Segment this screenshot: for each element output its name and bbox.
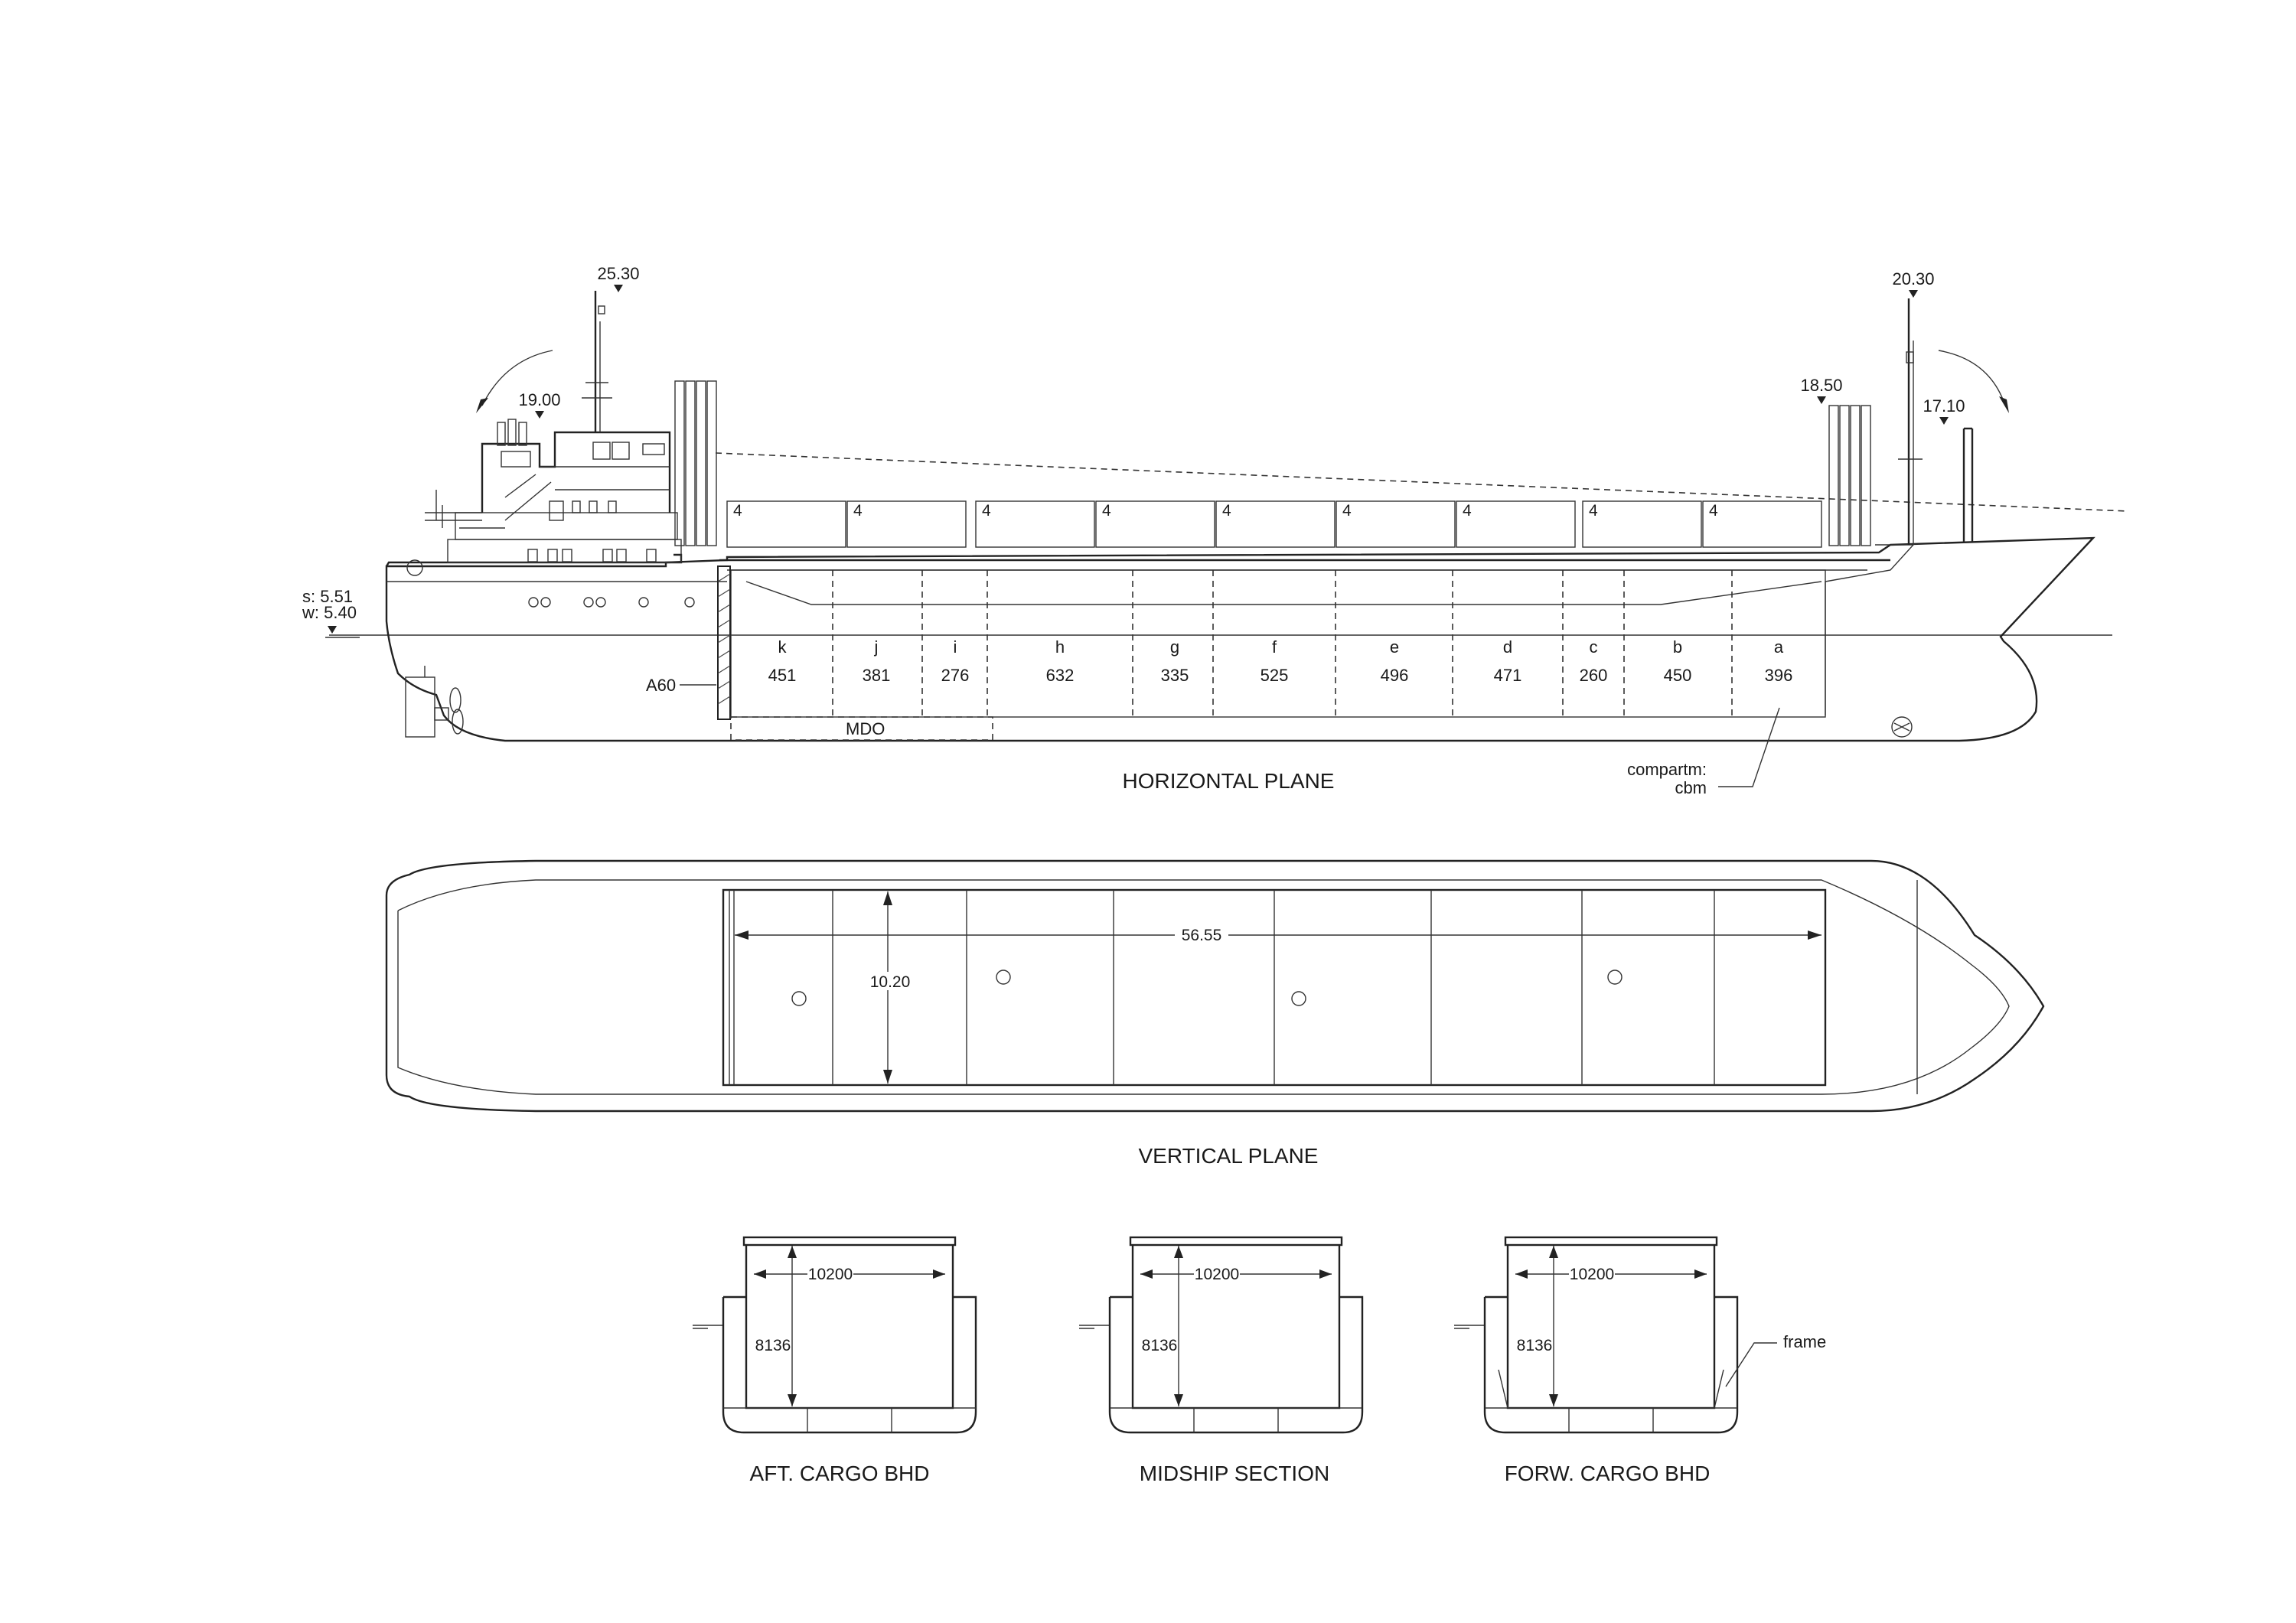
hatch-stack-numbers: 4 4 4 4 4 4 4 4 4 [733, 502, 1718, 520]
title-aft-cargo-bhd: AFT. CARGO BHD [750, 1462, 930, 1485]
hatch-number-7: 4 [1463, 502, 1472, 520]
plan-deck-line [397, 879, 2010, 1095]
hull-outline [385, 536, 2095, 742]
compartment-c-cbm: 260 [1580, 666, 1608, 685]
bow-thruster [1891, 716, 1913, 738]
length-dimension: 56.55 [1182, 927, 1222, 944]
compartment-h-cbm: 632 [1046, 666, 1075, 685]
section-aft-height: 8136 [755, 1337, 791, 1354]
compartment-j-id: j [874, 637, 879, 657]
plan-vents [791, 970, 1623, 1006]
compartment-dividers [832, 570, 1733, 717]
section-aft-width: 10200 [808, 1266, 853, 1283]
hatch-number-5: 4 [1222, 502, 1231, 520]
mast-fold-arrow-aft [481, 350, 553, 406]
height-mast-fwd: 20.30 [1892, 269, 1934, 288]
plan-hatch-dividers [832, 890, 1715, 1085]
hatch-number-4: 4 [1102, 502, 1111, 520]
frame-label: frame [1783, 1332, 1826, 1351]
compartment-e-cbm: 496 [1381, 666, 1409, 685]
compartment-f-cbm: 525 [1261, 666, 1289, 685]
bulkhead-a60 [717, 565, 731, 720]
compartment-j-cbm: 381 [863, 666, 891, 685]
title-midship-section: MIDSHIP SECTION [1140, 1462, 1329, 1485]
height-bridge: 19.00 [518, 390, 560, 409]
section-aft-cargo-bhd: 10200 8136 AFT. CARGO BHD [693, 1236, 977, 1485]
mast-fold-arrow-fwd [1938, 350, 2006, 406]
compartment-g-id: g [1170, 637, 1179, 657]
frame-leader [1725, 1342, 1777, 1387]
hatch-number-9: 4 [1709, 502, 1718, 520]
legend-line2: cbm [1675, 778, 1707, 797]
section-forw-height: 8136 [1517, 1337, 1553, 1354]
superstructure [385, 419, 683, 576]
height-markers: 25.30 19.00 20.30 18.50 17.10 [518, 264, 1965, 425]
compartment-k-cbm: 451 [768, 666, 797, 685]
section-forw-width: 10200 [1570, 1266, 1614, 1283]
section-forw-cargo-bhd: 10200 8136 frame FORW. CARGO BHD [1454, 1236, 1826, 1485]
hatch-stack-fwd [1828, 405, 1871, 546]
legend-line1: compartm: [1627, 760, 1707, 779]
hatch-number-6: 4 [1342, 502, 1352, 520]
compartment-b-cbm: 450 [1664, 666, 1692, 685]
compartment-i-id: i [954, 637, 957, 657]
hatch-number-8: 4 [1589, 502, 1598, 520]
mast-fwd [1898, 298, 1923, 545]
hatch-stack-aft [674, 380, 717, 546]
a60-label: A60 [646, 676, 676, 695]
compartment-a-id: a [1774, 637, 1784, 657]
mdo-label: MDO [846, 719, 885, 738]
section-midship-height: 8136 [1142, 1337, 1178, 1354]
section-midship: 10200 8136 MIDSHIP SECTION [1079, 1236, 1364, 1485]
compartment-k-id: k [778, 637, 788, 657]
compartment-d-id: d [1503, 637, 1512, 657]
compartment-e-id: e [1390, 637, 1399, 657]
air-draft-line [715, 452, 2128, 512]
draft-marker [328, 626, 337, 634]
compartment-f-id: f [1272, 637, 1277, 657]
compartment-g-cbm: 335 [1161, 666, 1189, 685]
arrowhead [1999, 396, 2009, 413]
title-horizontal-plane: HORIZONTAL PLANE [1123, 769, 1335, 793]
compartment-h-id: h [1055, 637, 1065, 657]
hold-inner-line [745, 581, 1822, 605]
legend-leader [1718, 707, 1780, 787]
compartment-d-cbm: 471 [1494, 666, 1522, 685]
section-midship-width: 10200 [1195, 1266, 1239, 1283]
height-hatch-stack-fwd: 18.50 [1800, 376, 1842, 395]
profile-view: A60 MDO k 451 j 381 i 276 h 632 g [302, 264, 2128, 797]
draft-summer: s: 5.51 [302, 587, 353, 606]
mdo-tank [730, 716, 993, 741]
compartment-b-id: b [1673, 637, 1682, 657]
draft-winter: w: 5.40 [302, 603, 357, 622]
plan-view: 56.55 10.20 VERTICAL PLANE [385, 859, 2045, 1168]
compartment-i-cbm: 276 [941, 666, 970, 685]
hatch-covers [726, 500, 1822, 548]
hatch-number-1: 4 [733, 502, 742, 520]
hatch-number-3: 4 [982, 502, 991, 520]
cargo-hold [730, 569, 1826, 718]
foremast [1962, 427, 1974, 542]
compartment-a-cbm: 396 [1765, 666, 1793, 685]
width-dimension: 10.20 [870, 973, 911, 991]
height-foremast: 17.10 [1923, 396, 1965, 416]
title-forw-cargo-bhd: FORW. CARGO BHD [1505, 1462, 1711, 1485]
plan-hull-outline [385, 859, 2045, 1113]
compartment-c-id: c [1590, 637, 1598, 657]
rudder-propeller [405, 666, 464, 738]
compartment-labels: k 451 j 381 i 276 h 632 g 335 f 525 e 49… [768, 637, 1793, 685]
height-mast-aft: 25.30 [597, 264, 639, 283]
hatch-number-2: 4 [853, 502, 863, 520]
arrowhead [476, 398, 488, 413]
portholes [528, 597, 695, 608]
title-vertical-plane: VERTICAL PLANE [1139, 1144, 1319, 1168]
mast-aft [582, 291, 612, 432]
